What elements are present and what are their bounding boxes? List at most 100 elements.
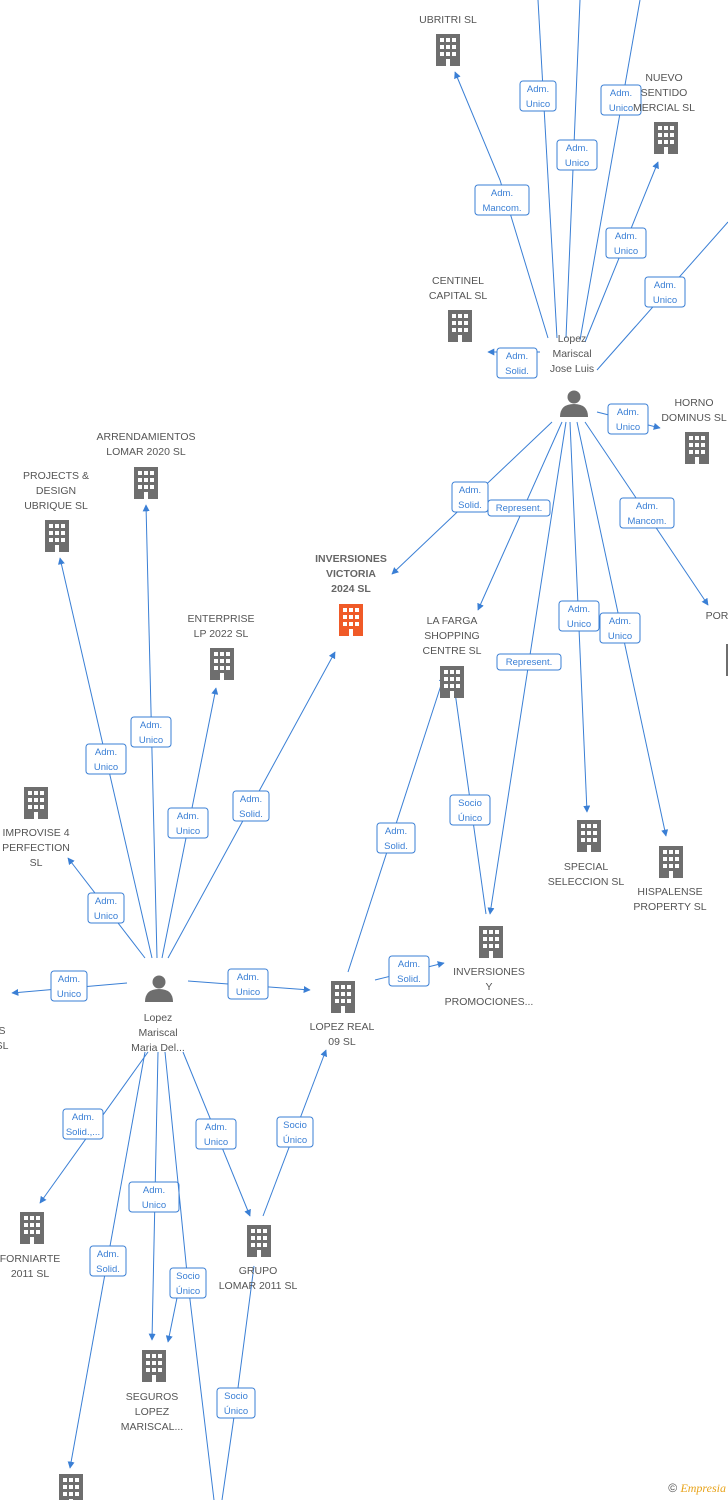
edge-e3[interactable]: Adm.Unico <box>556 0 598 339</box>
edge-e27[interactable]: Adm.Unico <box>182 1051 251 1217</box>
node-label: SELECCION SL <box>548 876 625 888</box>
edge-e19[interactable]: Adm.Unico <box>161 687 219 959</box>
edge-label-text: Adm. <box>385 826 407 837</box>
edge-e25[interactable]: Adm.Unico <box>187 968 311 1000</box>
edge-e30[interactable]: Adm.Unico <box>128 1051 180 1341</box>
edge-label-box <box>232 790 270 822</box>
edge-e20[interactable]: Adm.Unico <box>67 857 146 959</box>
edge-label-box <box>376 822 416 854</box>
person-icon <box>560 390 588 417</box>
edge-e12[interactable]: Adm.Unico <box>558 421 600 813</box>
node-bottom[interactable] <box>59 1474 83 1500</box>
edge-label-text: Adm. <box>568 604 590 615</box>
edge-label-text: Solid. <box>96 1264 120 1275</box>
edge-e7[interactable]: Adm.Solid. <box>487 347 540 379</box>
edge-e6[interactable]: Adm.Unico <box>596 221 728 371</box>
edge-e13[interactable]: Adm.Unico <box>576 421 669 837</box>
building-icon <box>134 467 158 499</box>
edge-label-text: Adm. <box>237 972 259 983</box>
node-seguros[interactable]: SEGUROSLOPEZMARISCAL... <box>121 1350 183 1433</box>
edge-label-box <box>62 1108 104 1140</box>
edge-label-text: Adm. <box>240 794 262 805</box>
node-label: SHOPPING <box>424 630 479 642</box>
node-label: HISPALENSE <box>637 886 702 898</box>
edge-label-text: Adm. <box>654 280 676 291</box>
edge-e28[interactable]: Adm. Solid. <box>67 1051 146 1469</box>
node-label: CAPITAL SL <box>429 290 488 302</box>
node-label: IMPROVISE 4 <box>2 827 69 839</box>
edge-label-text: Único <box>224 1406 248 1417</box>
edge-label-text: Adm. <box>58 974 80 985</box>
focus-building-icon <box>339 604 363 636</box>
edge-label-text: Unico <box>565 158 589 169</box>
edge-e1[interactable]: Adm.Mancom. <box>454 71 549 339</box>
edge-label-text: Único <box>458 813 482 824</box>
node-label: FORNIARTE <box>0 1253 60 1265</box>
edge-label-text: Adm. <box>491 188 513 199</box>
edge-e10[interactable]: Represent. <box>477 421 563 611</box>
edge-label-text: Único <box>176 1286 200 1297</box>
edge-e5[interactable]: Adm.Unico <box>584 161 659 343</box>
edge-label-box <box>89 1245 127 1277</box>
edge-e18[interactable]: Adm.Solid. <box>167 651 336 959</box>
brand-logo[interactable]: Empresia <box>680 1481 726 1495</box>
edge-label-text: Socio <box>224 1391 248 1402</box>
node-label: SPECIAL <box>564 861 609 873</box>
edge-e24[interactable]: Adm.Solid. <box>374 955 445 987</box>
edge-e4[interactable]: Adm.Unico <box>579 0 642 341</box>
node-label: ENTERPRISE <box>187 613 254 625</box>
edge-e26[interactable]: Adm. Solid.,... <box>39 1051 149 1204</box>
node-leftcut[interactable]: SSL <box>0 984 9 1052</box>
edge-label-text: Mancom. <box>627 516 666 527</box>
edge-e21[interactable]: Adm. Unico <box>11 970 128 1002</box>
building-icon <box>210 648 234 680</box>
building-icon <box>577 820 601 852</box>
edge-label-text: Unico <box>57 989 81 1000</box>
node-label: HORNO <box>674 397 713 409</box>
node-special[interactable]: SPECIAL SELECCION SL <box>548 820 625 888</box>
edge-e11[interactable]: Adm.Mancom. <box>584 421 709 606</box>
edge-e2[interactable]: Adm.Unico <box>519 0 558 339</box>
edge-label-box <box>519 80 557 112</box>
edge-line <box>579 0 641 341</box>
edge-label-text: Represent. <box>496 503 542 514</box>
edge-label-text: Adm. <box>459 485 481 496</box>
node-invprom[interactable]: INVERSIONESYPROMOCIONES... <box>445 926 534 1008</box>
edge-e17[interactable]: Adm.Unico <box>130 504 172 959</box>
edge-e16[interactable]: Adm.Unico <box>58 557 153 959</box>
edge-e9[interactable]: Adm.Solid. <box>391 421 553 575</box>
edge-label-text: Solid.,... <box>66 1127 100 1138</box>
edge-label-text: Socio <box>176 1271 200 1282</box>
node-por[interactable]: POR <box>706 610 728 676</box>
edge-label-text: Adm. <box>72 1112 94 1123</box>
edge-e14[interactable]: Represent. <box>487 421 567 915</box>
edge-label-text: Adm. <box>97 1249 119 1260</box>
node-ubritri[interactable]: UBRITRI SL <box>419 14 477 66</box>
edge-e22[interactable]: Adm.Solid. <box>347 675 446 973</box>
building-icon <box>20 1212 44 1244</box>
edge-e8[interactable]: Adm.Unico <box>596 403 661 435</box>
edge-label-box <box>227 968 269 1000</box>
edge-label-text: Solid. <box>397 974 421 985</box>
